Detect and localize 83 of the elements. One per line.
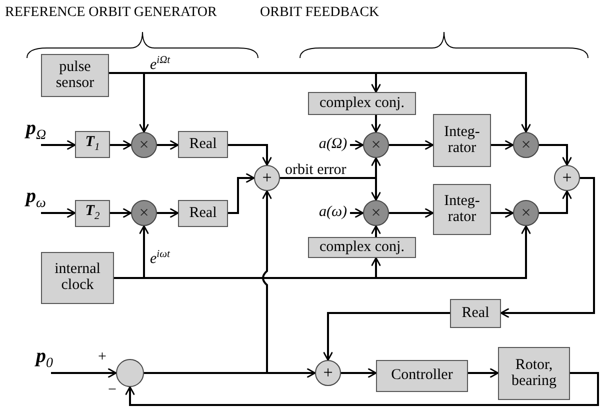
circle-junction — [116, 359, 144, 387]
arrow — [500, 177, 595, 318]
arrow — [51, 368, 117, 378]
box-label: Integ- rator — [443, 124, 481, 156]
process-box — [498, 347, 570, 400]
process-box — [433, 184, 491, 235]
box-label: Integ- rator — [443, 194, 481, 226]
summing-junction — [315, 360, 341, 386]
arrow — [157, 140, 179, 150]
multiplier-junction — [363, 200, 389, 226]
process-box — [178, 131, 228, 158]
arrow — [110, 140, 132, 150]
signal-label: a(Ω) — [316, 136, 350, 154]
box-label: Real — [189, 136, 217, 152]
arrow — [157, 208, 179, 218]
sign-label: + — [98, 350, 106, 365]
arrow — [350, 140, 364, 150]
operator-symbol: × — [521, 204, 531, 222]
process-box — [41, 252, 114, 304]
operator-symbol: × — [521, 136, 531, 154]
arrow — [41, 208, 76, 218]
arrow — [280, 177, 382, 201]
arrow — [341, 368, 377, 378]
box-label: internal clock — [54, 262, 102, 294]
operator-symbol: × — [371, 136, 381, 154]
operator-symbol: × — [139, 204, 149, 222]
process-box — [308, 92, 416, 115]
multiplier-junction — [131, 200, 157, 226]
arrow — [389, 140, 434, 150]
input-label: p$_{0}$ — [36, 346, 70, 373]
section-title: ORBIT FEEDBACK — [260, 6, 380, 20]
arrow — [491, 140, 514, 150]
arrow — [228, 172, 255, 214]
process-box — [75, 200, 110, 227]
arrow — [491, 208, 514, 218]
input-label: p$_{ω}$ — [26, 186, 60, 213]
box-label: Controller — [391, 368, 453, 384]
arrow — [144, 368, 316, 378]
box-label: T$_{2}$ — [85, 204, 100, 222]
operator-symbol: + — [323, 364, 333, 382]
multiplier-junction — [131, 132, 157, 158]
box-label: complex conj. — [320, 240, 404, 256]
signal-label: orbit error — [285, 163, 346, 178]
arrow — [41, 140, 76, 150]
process-box — [41, 54, 109, 97]
process-box — [376, 360, 468, 392]
operator-symbol: × — [139, 136, 149, 154]
box-label: pulse sensor — [54, 60, 96, 92]
process-box — [178, 200, 228, 227]
sign-label: − — [108, 383, 116, 398]
arrow — [539, 144, 572, 166]
box-label: complex conj. — [320, 96, 404, 112]
signal-label: e$^{iΩt}$ — [150, 56, 170, 73]
process-box — [450, 299, 501, 328]
multiplier-junction — [363, 132, 389, 158]
summing-junction — [254, 165, 280, 191]
box-label: Real — [189, 206, 217, 222]
signal-label: e$^{iωt}$ — [150, 250, 170, 267]
arrow — [322, 312, 450, 361]
arrow — [370, 115, 382, 133]
summing-junction — [554, 165, 580, 191]
box-label: Real — [462, 306, 490, 322]
process-box — [433, 114, 491, 167]
input-label: p$_{Ω}$ — [26, 118, 60, 145]
arrow — [110, 208, 132, 218]
box-label: Rotor, bearing — [510, 358, 558, 390]
box-label: T$_{1}$ — [85, 135, 100, 154]
arrow — [350, 208, 364, 218]
process-box — [308, 237, 416, 258]
multiplier-junction — [513, 200, 539, 226]
signal-label: a(ω) — [316, 204, 350, 222]
arrow — [124, 372, 599, 406]
arrow — [228, 144, 272, 166]
arrow — [468, 368, 499, 378]
section-title: REFERENCE ORBIT GENERATOR — [5, 6, 217, 20]
arrow — [539, 190, 572, 214]
multiplier-junction — [513, 132, 539, 158]
arrow — [389, 208, 434, 218]
arrow — [370, 225, 382, 237]
process-box — [75, 131, 110, 158]
operator-symbol: + — [262, 169, 272, 187]
operator-symbol: + — [562, 169, 572, 187]
operator-symbol: × — [371, 204, 381, 222]
